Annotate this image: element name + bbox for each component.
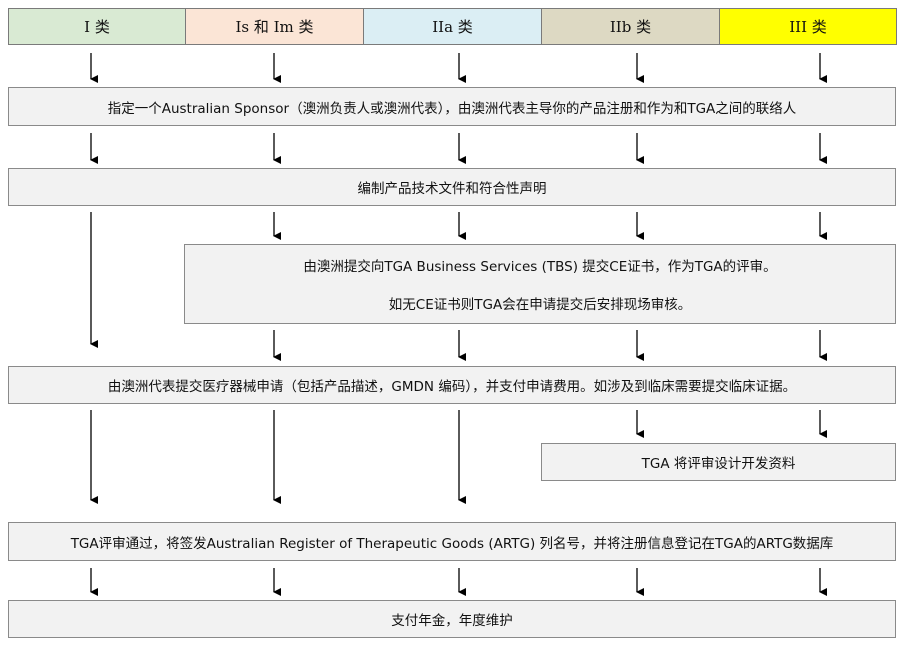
step-design-review: TGA 将评审设计开发资料	[541, 443, 896, 481]
header-class-iia: IIa 类	[363, 8, 542, 45]
header-label: IIb 类	[609, 18, 652, 36]
step-annual-fee: 支付年金，年度维护	[8, 600, 896, 638]
step-text: 如无CE证书则TGA会在申请提交后安排现场审核。	[388, 297, 692, 313]
step-text: TGA 将评审设计开发资料	[641, 456, 796, 472]
header-label: IIa 类	[432, 18, 473, 36]
header-label: I 类	[84, 18, 110, 36]
header-label: III 类	[789, 18, 827, 36]
header-class-iib: IIb 类	[541, 8, 720, 45]
step-text: 由澳洲提交向TGA Business Services (TBS) 提交CE证书…	[303, 259, 777, 275]
header-class-i: I 类	[8, 8, 186, 45]
header-class-is-im: Is 和 Im 类	[185, 8, 364, 45]
step-technical-file: 编制产品技术文件和符合性声明	[8, 168, 896, 206]
step-text: 编制产品技术文件和符合性声明	[357, 181, 547, 197]
header-class-iii: III 类	[719, 8, 897, 45]
step-text: TGA评审通过，将签发Australian Register of Therap…	[70, 535, 834, 552]
step-submit-application: 由澳洲代表提交医疗器械申请（包括产品描述，GMDN 编码），并支付申请费用。如涉…	[8, 366, 896, 404]
step-text: 支付年金，年度维护	[391, 613, 513, 629]
header-label: Is 和 Im 类	[235, 18, 314, 36]
step-tbs-ce-certificate: 由澳洲提交向TGA Business Services (TBS) 提交CE证书…	[184, 244, 896, 324]
step-appoint-sponsor: 指定一个Australian Sponsor（澳洲负责人或澳洲代表），由澳洲代表…	[8, 87, 896, 126]
step-text: 指定一个Australian Sponsor（澳洲负责人或澳洲代表），由澳洲代表…	[107, 100, 797, 117]
step-artg-listing: TGA评审通过，将签发Australian Register of Therap…	[8, 522, 896, 561]
step-text: 由澳洲代表提交医疗器械申请（包括产品描述，GMDN 编码），并支付申请费用。如涉…	[107, 379, 797, 395]
